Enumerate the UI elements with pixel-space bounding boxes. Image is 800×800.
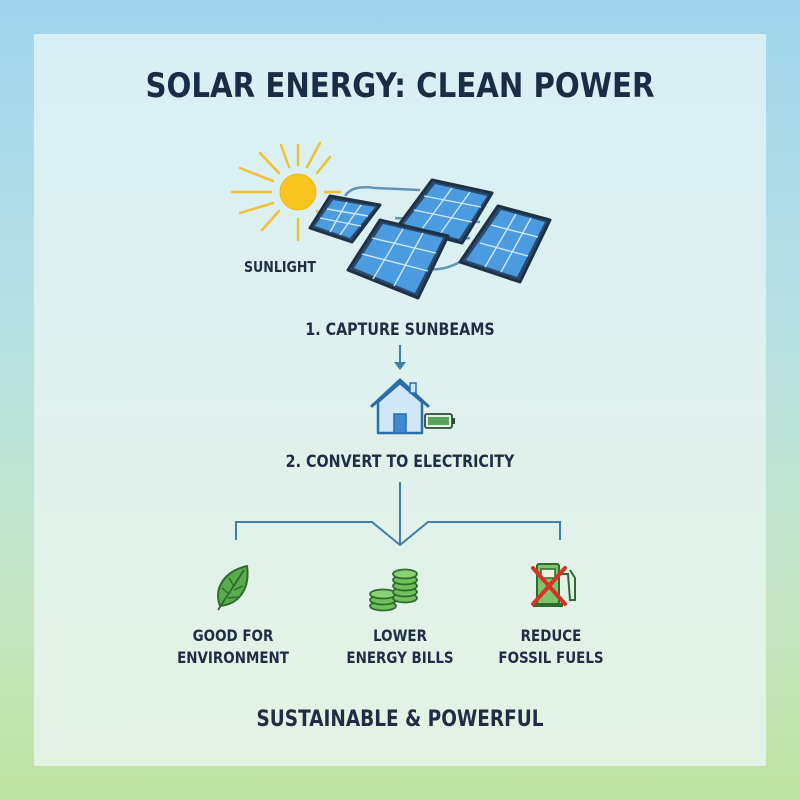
- house-icon: [370, 378, 430, 435]
- fuel-pump-crossed-icon: [531, 563, 576, 607]
- solar-panels-icon: [308, 178, 552, 300]
- benefit-line: GOOD FOR: [192, 626, 274, 645]
- sunlight-label: SUNLIGHT: [243, 258, 317, 276]
- step-2-label: 2. CONVERT TO ELECTRICITY: [285, 452, 515, 472]
- benefit-line: ENERGY BILLS: [346, 648, 454, 667]
- battery-icon: [424, 413, 455, 429]
- branch-connector: [235, 482, 561, 547]
- down-arrow-icon: [394, 345, 406, 370]
- page-title: SOLAR ENERGY: CLEAN POWER: [145, 66, 655, 106]
- benefit-energy-bills: LOWER ENERGY BILLS: [316, 625, 484, 669]
- solar-panel-4: [346, 218, 450, 300]
- benefit-line: REDUCE: [520, 626, 582, 645]
- benefit-fossil-fuels: REDUCE FOSSIL FUELS: [467, 625, 635, 669]
- solar-panel-3: [458, 204, 552, 284]
- benefit-environment: GOOD FOR ENVIRONMENT: [149, 625, 317, 669]
- step-1-label: 1. CAPTURE SUNBEAMS: [305, 320, 495, 340]
- leaf-icon: [217, 565, 249, 611]
- solar-panel-2: [396, 178, 494, 245]
- benefit-line: FOSSIL FUELS: [498, 648, 604, 667]
- benefit-line: ENVIRONMENT: [177, 648, 289, 667]
- coins-icon: [369, 568, 418, 612]
- footer-tagline: SUSTAINABLE & POWERFUL: [256, 707, 544, 732]
- benefit-line: LOWER: [373, 626, 427, 645]
- solar-panel-1: [308, 194, 382, 244]
